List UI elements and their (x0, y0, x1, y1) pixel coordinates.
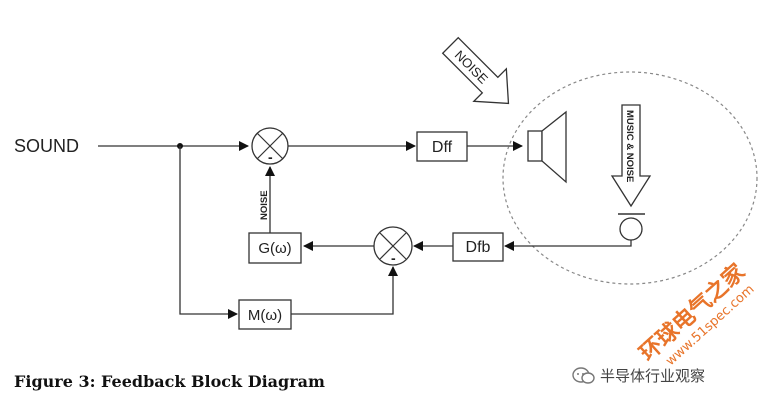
noise-arrow: NOISE (441, 36, 510, 105)
m-omega-block: M(ω) (238, 299, 292, 330)
wechat-icon (572, 367, 595, 384)
dff-label: Dff (432, 139, 453, 156)
watermark: 环球电气之家 www.51spec.com (635, 258, 758, 369)
sum-bottom-minus-sign: - (391, 250, 396, 266)
microphone-icon (618, 213, 645, 241)
music-noise-label: MUSIC & NOISE (624, 110, 635, 182)
branch-to-m-line (179, 146, 238, 319)
sum-junction-bottom: - (373, 226, 413, 266)
speaker-icon (527, 110, 567, 184)
figure-caption: Figure 3: Feedback Block Diagram (14, 372, 325, 391)
g-omega-label: G(ω) (258, 240, 291, 257)
dff-block: Dff (416, 131, 468, 162)
g-omega-block: G(ω) (248, 232, 302, 264)
mic-to-dfb-line (504, 240, 632, 251)
m-omega-label: M(ω) (248, 307, 282, 324)
watermark-account: 半导体行业观察 (600, 367, 706, 385)
dfb-block: Dfb (452, 232, 504, 262)
music-noise-arrow: MUSIC & NOISE (610, 104, 652, 208)
sum-junction-top: - (251, 127, 289, 165)
dfb-label: Dfb (466, 239, 491, 256)
sound-input-label: SOUND (14, 136, 79, 156)
m-to-sum-bottom-line (291, 266, 398, 315)
sum-top-minus-sign: - (268, 149, 273, 165)
acoustic-region-dashed-circle (502, 71, 758, 285)
feedback-noise-label: NOISE (259, 190, 270, 220)
